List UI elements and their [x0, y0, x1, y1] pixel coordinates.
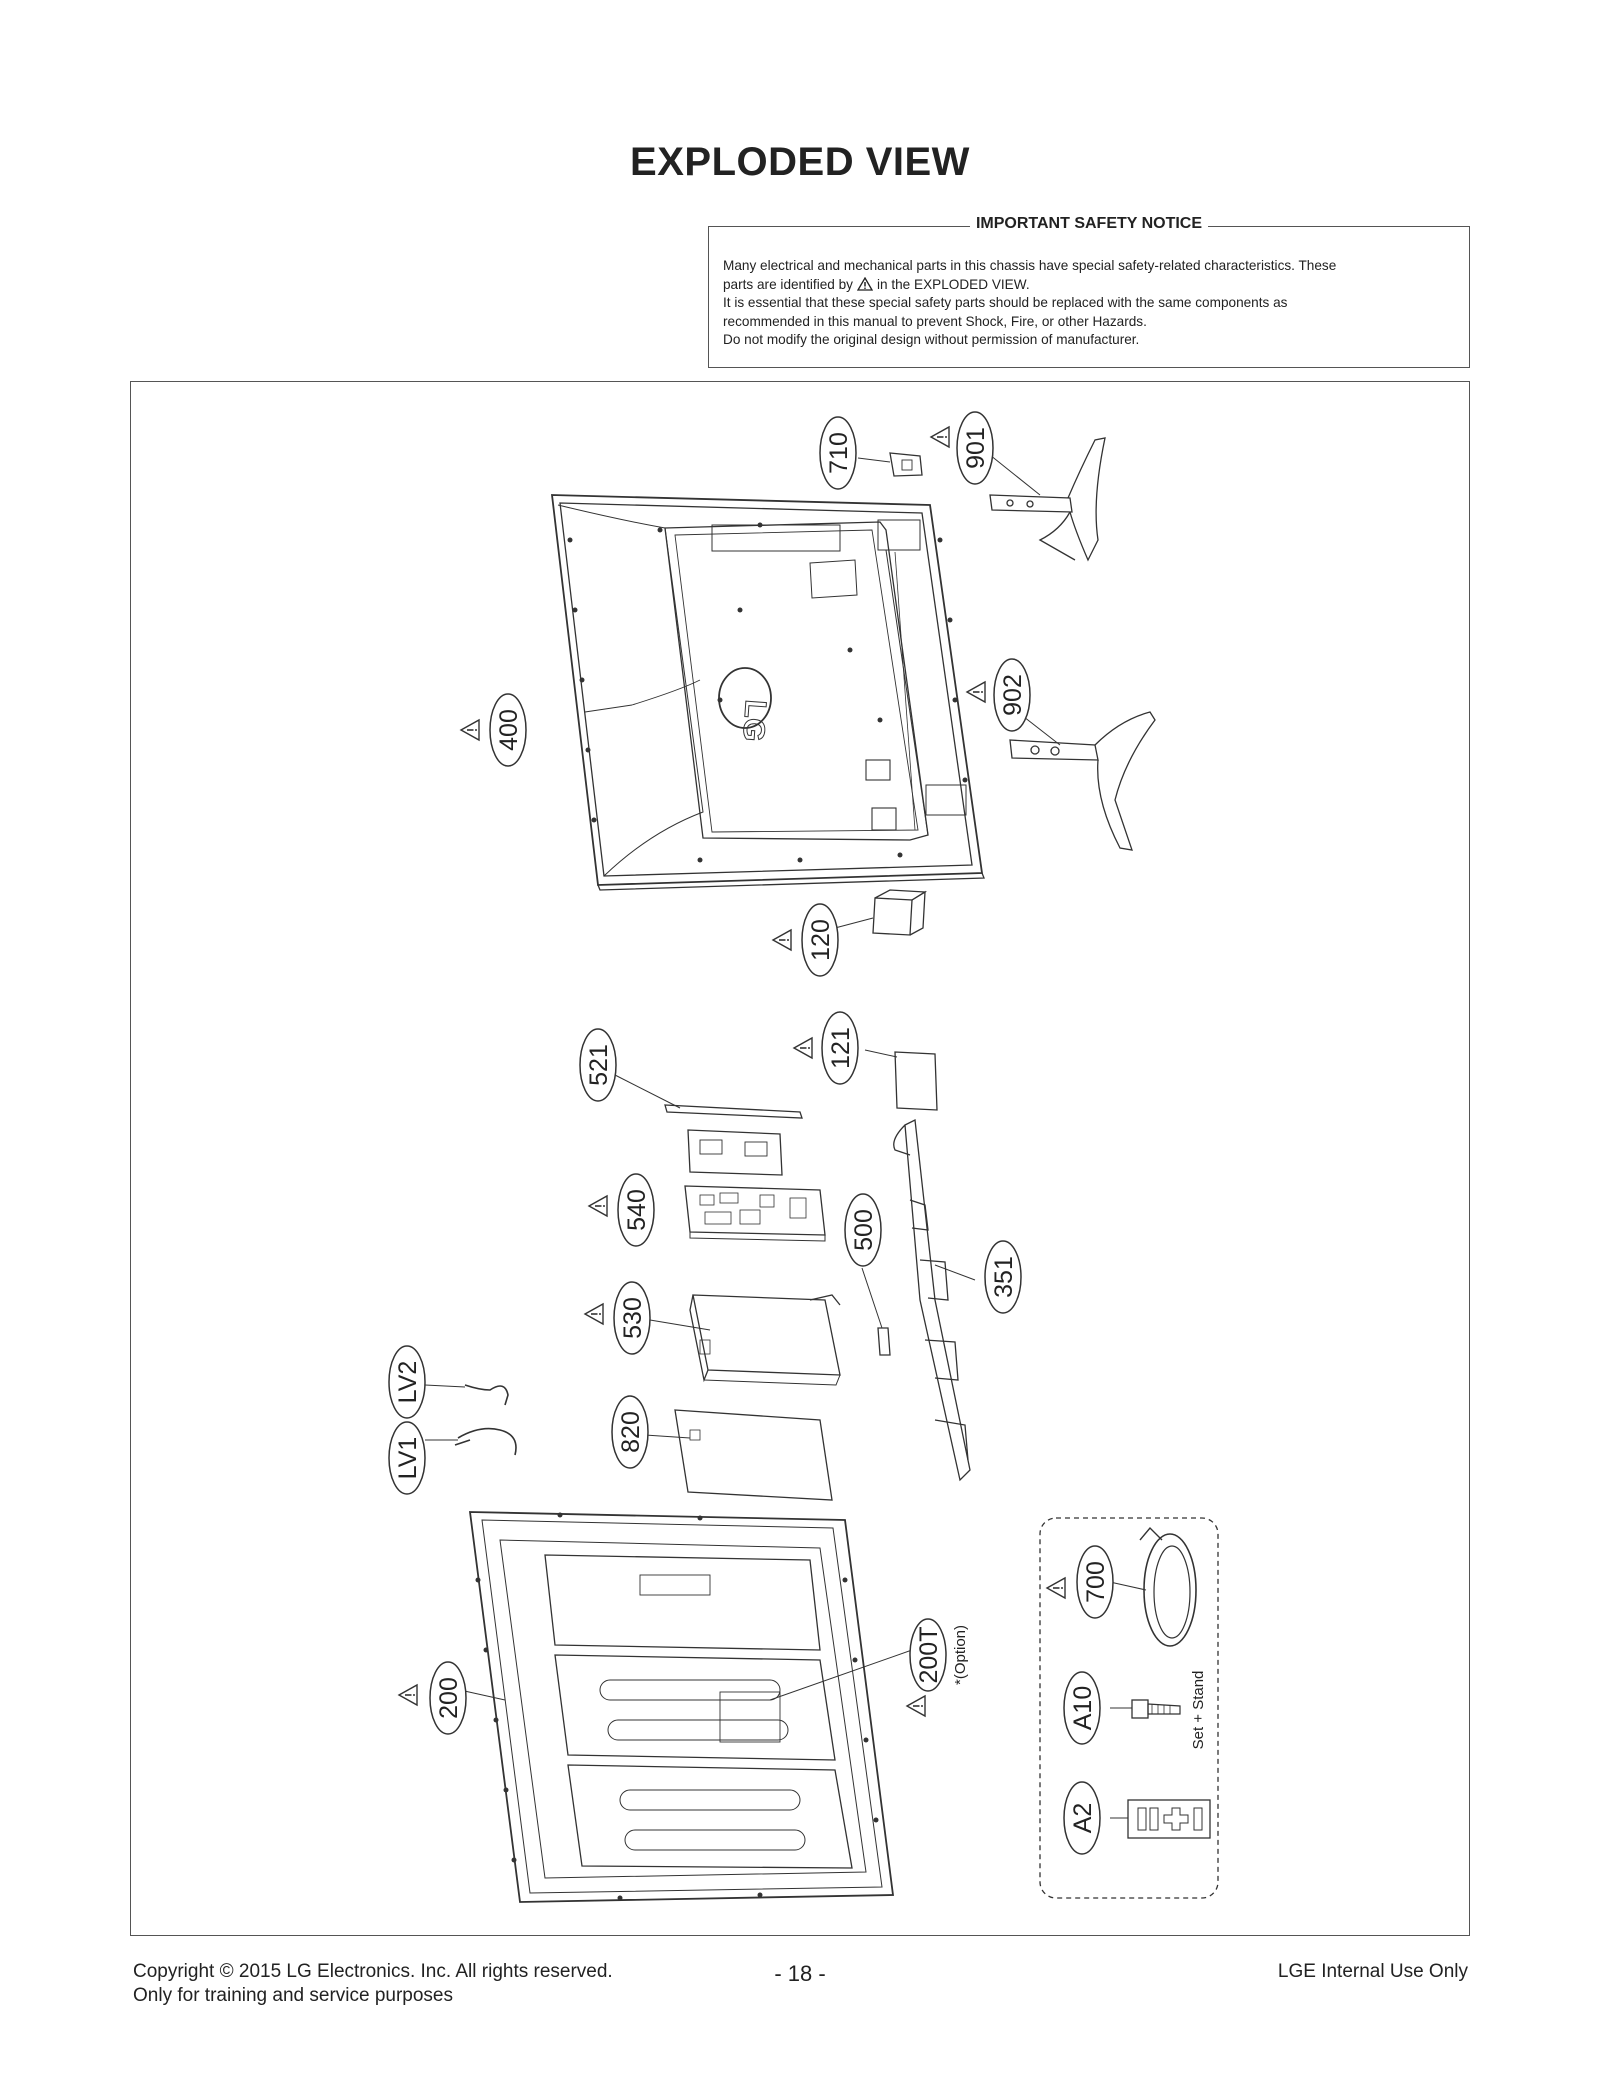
callout-121	[821, 1011, 859, 1085]
notice-line: It is essential that these special safet…	[723, 295, 1288, 310]
callout-500	[844, 1193, 882, 1267]
svg-text:LG: LG	[736, 699, 772, 743]
notice-line: recommended in this manual to prevent Sh…	[723, 313, 1147, 329]
part-label: 200	[435, 1677, 463, 1719]
callout-902	[993, 658, 1031, 732]
part-label: 521	[585, 1044, 613, 1086]
warning-triangle-icon	[966, 681, 986, 703]
safety-notice-body: Many electrical and mechanical parts in …	[723, 257, 1455, 350]
option-note: *(Option)	[952, 1625, 969, 1685]
sheet-820-drawing	[644, 1409, 833, 1501]
part-label: 901	[962, 427, 990, 469]
part-label: 540	[623, 1189, 651, 1231]
safety-notice-box: IMPORTANT SAFETY NOTICE Many electrical …	[708, 215, 1470, 368]
callout-540	[617, 1173, 655, 1247]
part-label: 902	[999, 674, 1027, 716]
page-title: EXPLODED VIEW	[630, 140, 970, 184]
notice-line: Do not modify the original design withou…	[723, 332, 1140, 347]
warning-triangle-icon	[772, 929, 792, 951]
stand-902-drawing	[1009, 709, 1156, 851]
part-label: A2	[1069, 1803, 1097, 1834]
callout-a2	[1063, 1781, 1101, 1855]
bracket-351-drawing	[893, 1119, 976, 1482]
part-121-drawing	[864, 1049, 938, 1111]
warning-triangle-icon	[1046, 1577, 1066, 1599]
part-120-drawing	[834, 889, 928, 936]
copyright-text: Copyright © 2015 LG Electronics. Inc. Al…	[133, 1961, 613, 1982]
warning-triangle-icon	[398, 1684, 418, 1706]
part-label: 530	[619, 1297, 647, 1339]
warning-triangle-icon	[930, 426, 950, 448]
part-521-drawing	[614, 1074, 803, 1176]
power-cord-700-drawing	[1109, 1526, 1197, 1647]
notice-line-text: in the EXPLODED VIEW.	[876, 276, 1030, 292]
power-supply-530-drawing	[649, 1294, 841, 1386]
part-label: LV1	[394, 1437, 422, 1480]
training-note: Only for training and service purposes	[133, 1985, 453, 2006]
accessories-box	[1039, 1517, 1219, 1899]
screw-a10-drawing	[1110, 1699, 1181, 1719]
diagram-frame	[130, 381, 1470, 1936]
callout-710	[819, 416, 857, 490]
notice-line: parts are identified by in the EXPLODED V…	[723, 276, 1455, 295]
callout-200t	[909, 1618, 947, 1692]
callout-351	[984, 1240, 1022, 1314]
callout-400	[489, 693, 527, 767]
callout-700	[1076, 1545, 1114, 1619]
cable-lv2-drawing	[424, 1384, 509, 1406]
warning-triangle-icon	[906, 1695, 926, 1717]
warning-triangle-icon	[793, 1037, 813, 1059]
notice-line: Many electrical and mechanical parts in …	[723, 258, 1337, 273]
callout-820	[611, 1395, 649, 1469]
callout-lv1	[388, 1421, 426, 1495]
internal-use-note: LGE Internal Use Only	[1277, 1961, 1468, 1982]
notice-line-text: parts are identified by	[723, 276, 853, 292]
part-label: 200T	[915, 1627, 943, 1684]
part-label: 351	[990, 1256, 1018, 1298]
part-label: 700	[1082, 1561, 1110, 1603]
warning-triangle-icon	[856, 276, 873, 291]
callout-120	[801, 903, 839, 977]
callout-521	[579, 1028, 617, 1102]
callout-901	[956, 411, 994, 485]
part-label: LV2	[394, 1361, 422, 1404]
footer-left: Copyright © 2015 LG Electronics. Inc. Al…	[133, 1960, 613, 2008]
panel-frame-200-drawing	[459, 1511, 913, 1903]
stand-901-drawing	[989, 437, 1106, 562]
callout-a10	[1063, 1671, 1101, 1745]
part-label: 710	[825, 432, 853, 474]
part-label: 121	[827, 1027, 855, 1069]
part-label: 400	[495, 709, 523, 751]
cable-lv1-drawing	[425, 1427, 517, 1456]
back-cover-drawing: LG	[550, 494, 985, 891]
warning-triangle-icon	[460, 719, 480, 741]
warning-triangle-icon	[584, 1303, 604, 1325]
part-710-drawing	[857, 452, 923, 477]
part-label: 820	[617, 1411, 645, 1453]
part-label: 500	[850, 1209, 878, 1251]
part-label: A10	[1069, 1686, 1097, 1730]
part-500-drawing	[861, 1267, 891, 1356]
main-board-540-drawing	[684, 1185, 826, 1242]
callout-lv2	[388, 1345, 426, 1419]
part-label: 120	[807, 919, 835, 961]
callout-200	[429, 1661, 467, 1735]
warning-triangle-icon	[588, 1195, 608, 1217]
page-number: - 18 -	[774, 1961, 826, 1986]
safety-notice-title: IMPORTANT SAFETY NOTICE	[969, 215, 1209, 232]
set-stand-note: Set + Stand	[1190, 1671, 1207, 1750]
manual-a2-drawing	[1110, 1799, 1211, 1839]
callout-530	[613, 1281, 651, 1355]
